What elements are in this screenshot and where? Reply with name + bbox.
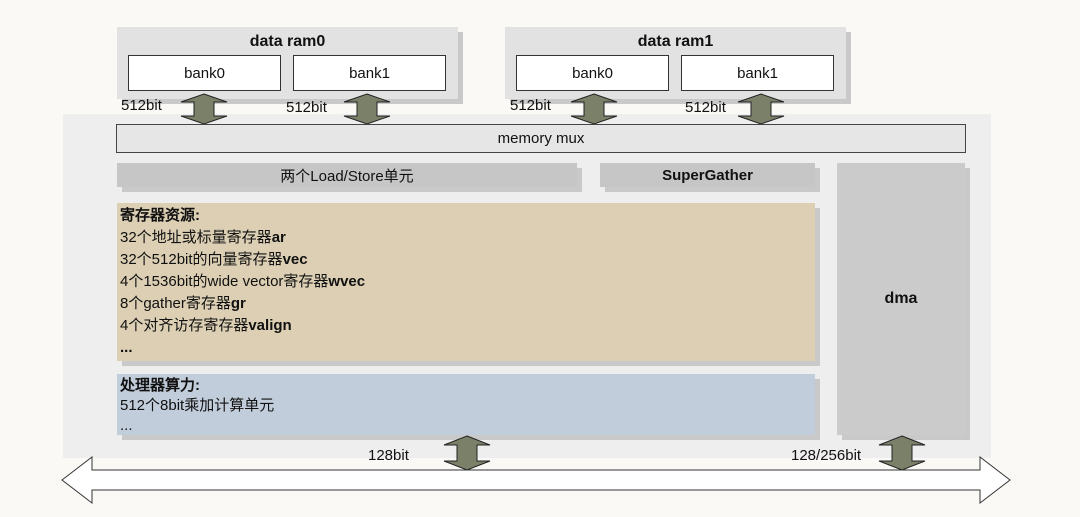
register-ellipsis: ... (120, 339, 133, 356)
register-line-vec: 32个512bit的向量寄存器vec (120, 251, 308, 268)
system-bus-arrow (61, 455, 1011, 505)
compute-line-mac-units: 512个8bit乘加计算单元 (120, 397, 275, 414)
register-resources-box: 寄存器资源: 32个地址或标量寄存器ar 32个512bit的向量寄存器vec … (117, 203, 815, 361)
ram0-bank1: bank1 (293, 55, 446, 91)
data-ram1-box: data ram1 bank0 bank1 (505, 27, 846, 99)
compute-power-title: 处理器算力: (120, 377, 200, 394)
register-line-valign: 4个对齐访存寄存器valign (120, 317, 292, 334)
data-ram0-box: data ram0 bank0 bank1 (117, 27, 458, 99)
ram1-bank1-bus-arrow (737, 93, 785, 125)
ram1-bank1: bank1 (681, 55, 834, 91)
ram0-left-bus-label: 512bit (121, 97, 162, 114)
ram1-left-bus-label: 512bit (510, 97, 551, 114)
supergather-bar: SuperGather (600, 163, 815, 187)
compute-power-box: 处理器算力: 512个8bit乘加计算单元 ... (117, 374, 815, 435)
ram0-bank0-bus-arrow (180, 93, 228, 125)
register-line-wvec: 4个1536bit的wide vector寄存器wvec (120, 273, 366, 290)
data-ram0-title: data ram0 (249, 33, 326, 50)
ram1-right-bus-label: 512bit (685, 99, 726, 116)
register-line-gr: 8个gather寄存器gr (120, 295, 246, 312)
load-store-units-bar: 两个Load/Store单元 (117, 163, 577, 187)
dma-box: dma (837, 163, 965, 435)
bottom-right-bus-label: 128/256bit (791, 447, 862, 464)
ram1-bank0-bus-arrow (570, 93, 618, 125)
memory-mux-box: memory mux (116, 124, 966, 153)
ram0-bank1-bus-arrow (343, 93, 391, 125)
register-line-ar: 32个地址或标量寄存器ar (120, 229, 286, 246)
ram1-bank0: bank0 (516, 55, 669, 91)
ram0-right-bus-label: 512bit (286, 99, 327, 116)
register-resources-title: 寄存器资源: (120, 207, 200, 224)
bottom-mid-bus-label: 128bit (368, 447, 409, 464)
data-ram1-title: data ram1 (637, 33, 714, 50)
compute-ellipsis: ... (120, 417, 133, 434)
ram0-bank0: bank0 (128, 55, 281, 91)
